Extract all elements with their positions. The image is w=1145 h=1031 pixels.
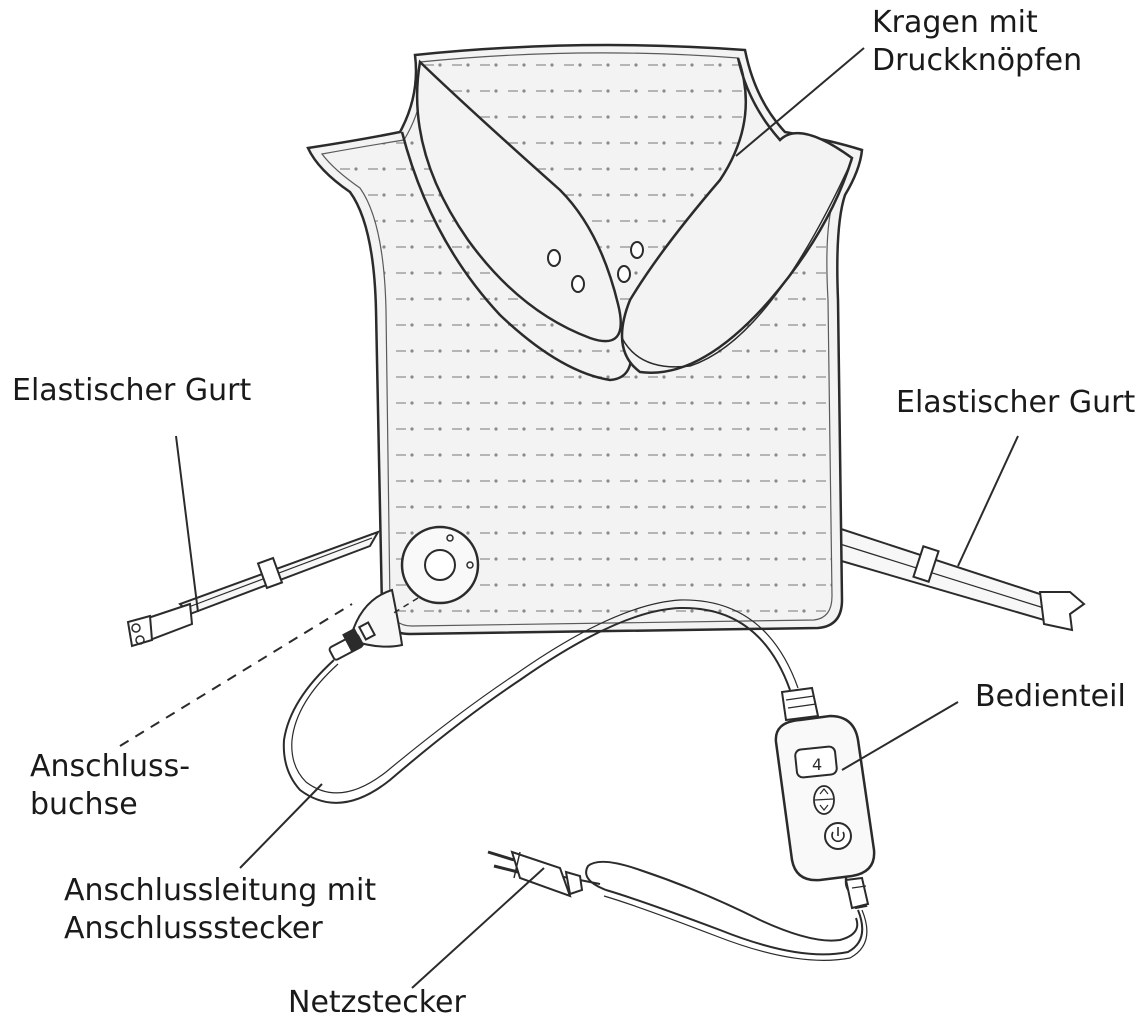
leader-cable [239, 783, 323, 869]
label-collar-line-2: Druckknöpfen [872, 43, 1083, 78]
leader-plug [411, 867, 545, 989]
label-belt-left: Elastischer Gurt [12, 373, 252, 408]
label-collar-line-1: Kragen mit [872, 5, 1038, 40]
leader-control [841, 701, 959, 771]
label-belt-right: Elastischer Gurt [896, 385, 1136, 420]
right-belt [837, 526, 1086, 632]
leader-belt-left [175, 435, 199, 613]
leader-socket [119, 603, 353, 747]
controller-display: 4 [812, 755, 822, 774]
label-mains-plug: Netzstecker [288, 985, 466, 1020]
left-belt [126, 530, 381, 648]
label-cable-line-1: Anschlussleitung mit [64, 873, 377, 908]
mains-plug [487, 850, 584, 898]
label-socket-line-2: buchse [30, 787, 138, 822]
connector-plug [328, 621, 377, 661]
heating-pad-body [306, 43, 864, 636]
leader-collar [735, 47, 865, 157]
label-socket: Anschluss- buchse [30, 748, 190, 824]
leader-belt-right [957, 435, 1019, 567]
label-collar: Kragen mit Druckknöpfen [872, 4, 1082, 80]
collar-left-flap [400, 59, 633, 382]
label-control-unit: Bedienteil [975, 679, 1126, 714]
collar-right-flap [617, 57, 854, 374]
label-socket-line-1: Anschluss- [30, 749, 191, 784]
label-cable: Anschlussleitung mit Anschlussstecker [64, 872, 376, 948]
leader-lines [119, 47, 1019, 989]
control-unit: 4 [774, 686, 876, 910]
connection-cable [282, 599, 799, 804]
label-cable-line-2: Anschlussstecker [64, 911, 323, 946]
